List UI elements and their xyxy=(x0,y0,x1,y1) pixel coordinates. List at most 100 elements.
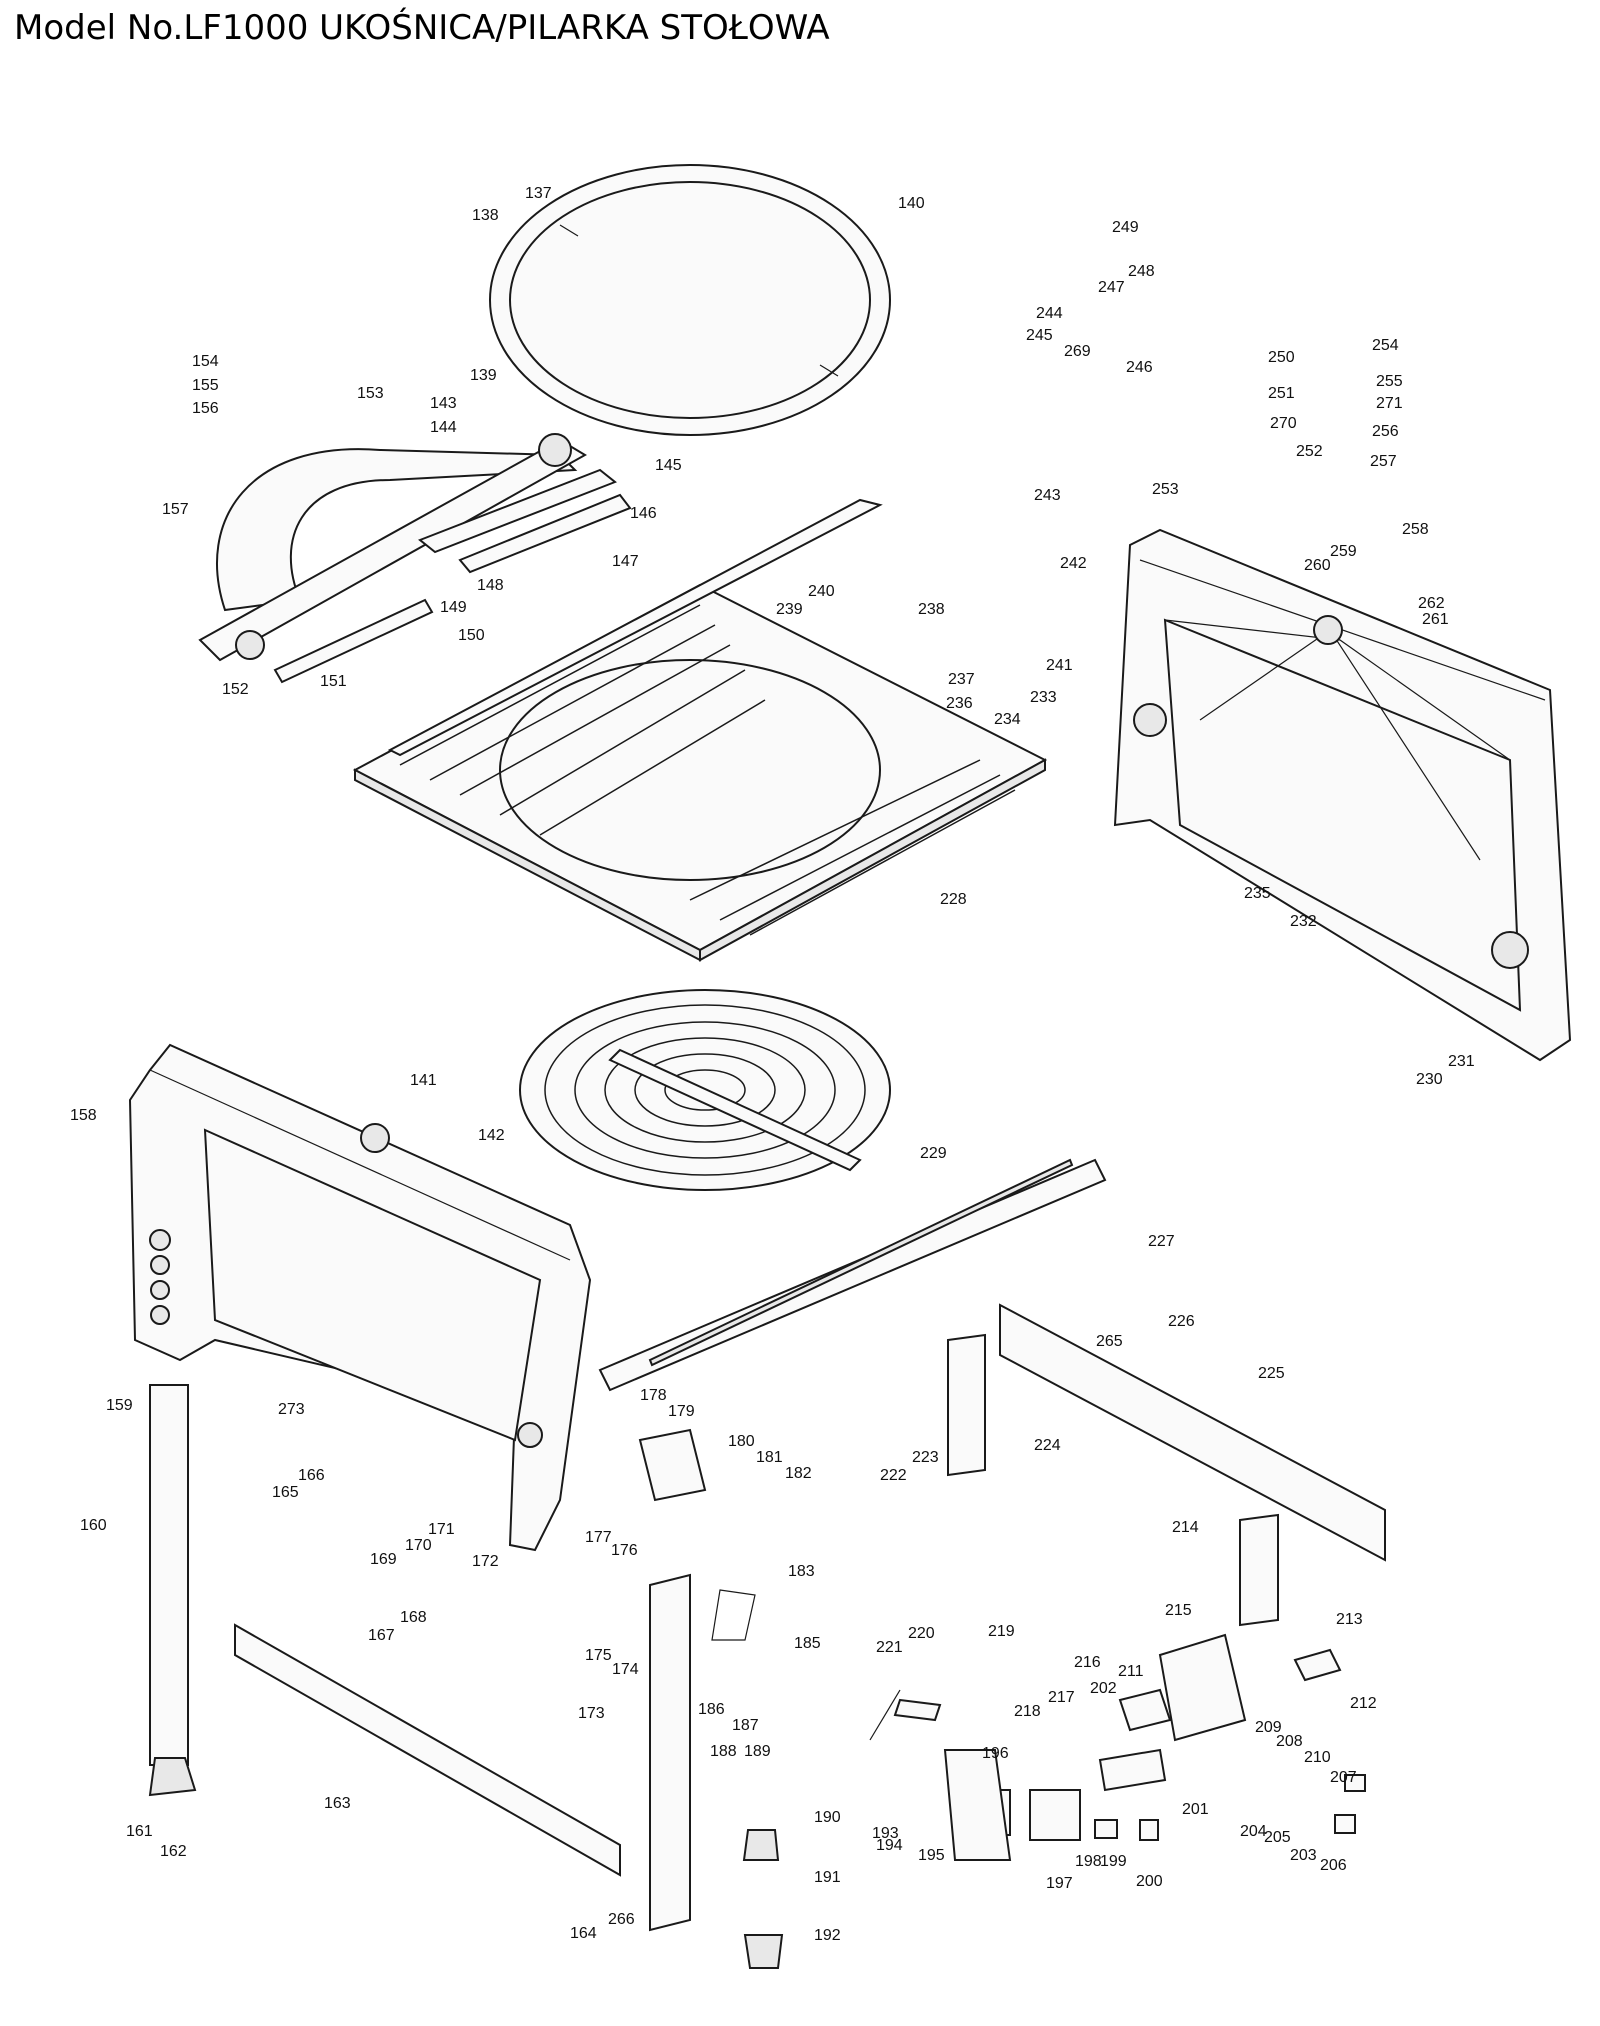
part-label-220: 220 xyxy=(908,1625,935,1642)
part-label-139: 139 xyxy=(470,367,497,384)
part-label-204: 204 xyxy=(1240,1823,1267,1840)
part-label-207: 207 xyxy=(1330,1769,1357,1786)
part-label-216: 216 xyxy=(1074,1654,1101,1671)
part-label-180: 180 xyxy=(728,1433,755,1450)
part-label-229: 229 xyxy=(920,1145,947,1162)
part-label-206: 206 xyxy=(1320,1857,1347,1874)
part-label-145: 145 xyxy=(655,457,682,474)
part-label-236: 236 xyxy=(946,695,973,712)
part-label-155: 155 xyxy=(192,377,219,394)
part-label-261: 261 xyxy=(1422,611,1449,628)
part-label-141: 141 xyxy=(410,1072,437,1089)
part-label-195: 195 xyxy=(918,1847,945,1864)
part-label-170: 170 xyxy=(405,1537,432,1554)
part-label-163: 163 xyxy=(324,1795,351,1812)
part-label-149: 149 xyxy=(440,599,467,616)
part-label-197: 197 xyxy=(1046,1875,1073,1892)
part-label-142: 142 xyxy=(478,1127,505,1144)
part-label-168: 168 xyxy=(400,1609,427,1626)
part-label-251: 251 xyxy=(1268,385,1295,402)
part-label-171: 171 xyxy=(428,1521,455,1538)
part-label-179: 179 xyxy=(668,1403,695,1420)
left-stand-frame xyxy=(128,1043,592,1552)
part-label-260: 260 xyxy=(1304,557,1331,574)
switch-assembly xyxy=(869,1633,1366,1861)
part-label-173: 173 xyxy=(578,1705,605,1722)
part-label-174: 174 xyxy=(612,1661,639,1678)
part-label-185: 185 xyxy=(794,1635,821,1652)
part-label-169: 169 xyxy=(370,1551,397,1568)
part-label-191: 191 xyxy=(814,1869,841,1886)
part-label-221: 221 xyxy=(876,1639,903,1656)
part-label-243: 243 xyxy=(1034,487,1061,504)
part-label-138: 138 xyxy=(472,207,499,224)
part-label-230: 230 xyxy=(1416,1071,1443,1088)
part-label-189: 189 xyxy=(744,1743,771,1760)
part-label-157: 157 xyxy=(162,501,189,518)
part-label-181: 181 xyxy=(756,1449,783,1466)
part-label-137: 137 xyxy=(525,185,552,202)
part-label-252: 252 xyxy=(1296,443,1323,460)
part-label-194: 194 xyxy=(876,1837,903,1854)
part-label-249: 249 xyxy=(1112,219,1139,236)
part-label-152: 152 xyxy=(222,681,249,698)
part-label-199: 199 xyxy=(1100,1853,1127,1870)
part-label-175: 175 xyxy=(585,1647,612,1664)
part-label-146: 146 xyxy=(630,505,657,522)
part-label-164: 164 xyxy=(570,1925,597,1942)
part-label-256: 256 xyxy=(1372,423,1399,440)
part-label-176: 176 xyxy=(611,1542,638,1559)
part-label-144: 144 xyxy=(430,419,457,436)
page-title: Model No.LF1000 UKOŚNICA/PILARKA STOŁOWA xyxy=(14,8,830,48)
part-label-271: 271 xyxy=(1376,395,1403,412)
part-label-165: 165 xyxy=(272,1484,299,1501)
part-label-198: 198 xyxy=(1075,1853,1102,1870)
guide-arm-assembly xyxy=(198,433,632,684)
part-label-255: 255 xyxy=(1376,373,1403,390)
part-label-159: 159 xyxy=(106,1397,133,1414)
part-label-250: 250 xyxy=(1268,349,1295,366)
part-label-203: 203 xyxy=(1290,1847,1317,1864)
part-label-218: 218 xyxy=(1014,1703,1041,1720)
part-label-140: 140 xyxy=(898,195,925,212)
part-label-192: 192 xyxy=(814,1927,841,1944)
part-label-222: 222 xyxy=(880,1467,907,1484)
part-label-247: 247 xyxy=(1098,279,1125,296)
part-label-257: 257 xyxy=(1370,453,1397,470)
part-label-200: 200 xyxy=(1136,1873,1163,1890)
brackets xyxy=(638,1428,1342,1682)
part-label-238: 238 xyxy=(918,601,945,618)
part-label-244: 244 xyxy=(1036,305,1063,322)
part-label-270: 270 xyxy=(1270,415,1297,432)
part-label-253: 253 xyxy=(1152,481,1179,498)
part-label-158: 158 xyxy=(70,1107,97,1124)
part-label-160: 160 xyxy=(80,1517,107,1534)
part-label-183: 183 xyxy=(788,1563,815,1580)
part-label-259: 259 xyxy=(1330,543,1357,560)
part-label-205: 205 xyxy=(1264,1829,1291,1846)
right-side-frame xyxy=(1113,528,1572,1062)
part-label-254: 254 xyxy=(1372,337,1399,354)
legs-and-rails xyxy=(148,1158,1386,1969)
part-label-148: 148 xyxy=(477,577,504,594)
part-label-177: 177 xyxy=(585,1529,612,1546)
part-label-153: 153 xyxy=(357,385,384,402)
part-label-231: 231 xyxy=(1448,1053,1475,1070)
part-label-186: 186 xyxy=(698,1701,725,1718)
part-label-269: 269 xyxy=(1064,343,1091,360)
part-label-232: 232 xyxy=(1290,913,1317,930)
part-label-214: 214 xyxy=(1172,1519,1199,1536)
part-label-266: 266 xyxy=(608,1911,635,1928)
part-label-245: 245 xyxy=(1026,327,1053,344)
part-label-147: 147 xyxy=(612,553,639,570)
part-label-162: 162 xyxy=(160,1843,187,1860)
part-label-227: 227 xyxy=(1148,1233,1175,1250)
part-label-246: 246 xyxy=(1126,359,1153,376)
part-label-151: 151 xyxy=(320,673,347,690)
part-label-241: 241 xyxy=(1046,657,1073,674)
part-label-234: 234 xyxy=(994,711,1021,728)
part-label-187: 187 xyxy=(732,1717,759,1734)
part-label-178: 178 xyxy=(640,1387,667,1404)
part-label-167: 167 xyxy=(368,1627,395,1644)
part-label-196: 196 xyxy=(982,1745,1009,1762)
